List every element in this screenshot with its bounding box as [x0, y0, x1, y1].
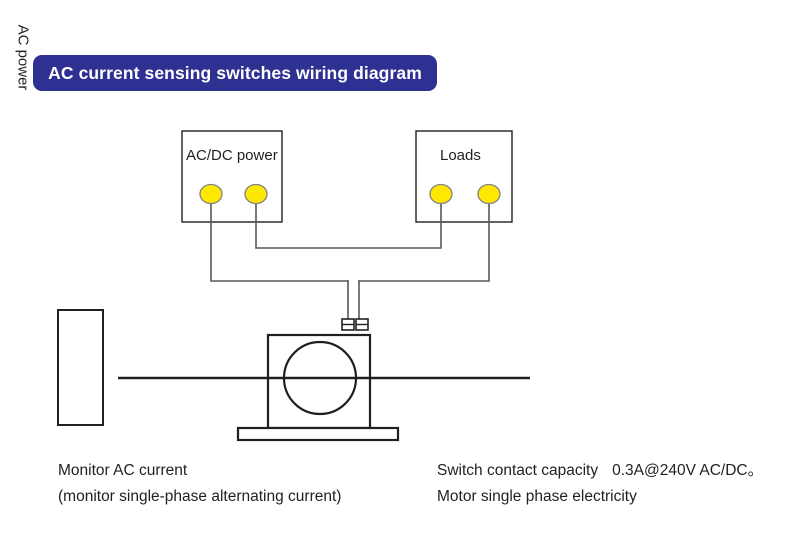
- ac-dc-power-box-label: AC/DC power: [186, 147, 278, 164]
- wire-harness: [210, 199, 490, 320]
- ac-power-source-label-text: AC power: [14, 24, 32, 91]
- caption-right-line-1: Switch contact capacity 0.3A@240V AC/DC。: [437, 458, 763, 484]
- caption-left-line-1: Monitor AC current: [58, 462, 188, 479]
- sensor-terminal-blocks: [341, 318, 369, 331]
- current-sensor-aperture: [282, 340, 358, 416]
- switch-contact-capacity-value: 0.3A@240V AC/DC。: [612, 462, 764, 479]
- ac-dc-power-terminal-left[interactable]: [199, 183, 223, 205]
- loads-terminal-left[interactable]: [429, 183, 453, 205]
- diagram-title-banner: AC current sensing switches wiring diagr…: [33, 55, 437, 91]
- caption-left-line-2: (monitor single-phase alternating curren…: [58, 488, 342, 505]
- wire-loads-right-to-sensor: [358, 199, 490, 282]
- ac-dc-power-box: [181, 130, 283, 223]
- page-title: AC current sensing switches wiring diagr…: [48, 62, 422, 83]
- wire-acdc-right-to-loads-left: [255, 199, 442, 249]
- caption-left: Monitor AC current (monitor single-phase…: [58, 458, 341, 510]
- loads-box: [415, 130, 513, 223]
- loads-terminal-right[interactable]: [477, 183, 501, 205]
- ac-dc-power-terminal-right[interactable]: [244, 183, 268, 205]
- switch-contact-capacity-label: Switch contact capacity: [437, 462, 599, 479]
- caption-right-line-2: Motor single phase electricity: [437, 488, 637, 505]
- wire-acdc-left-to-sensor: [210, 199, 349, 282]
- current-sensor-base-plate: [236, 426, 400, 442]
- loads-box-label: Loads: [440, 147, 481, 164]
- ac-power-source-box: [57, 309, 104, 426]
